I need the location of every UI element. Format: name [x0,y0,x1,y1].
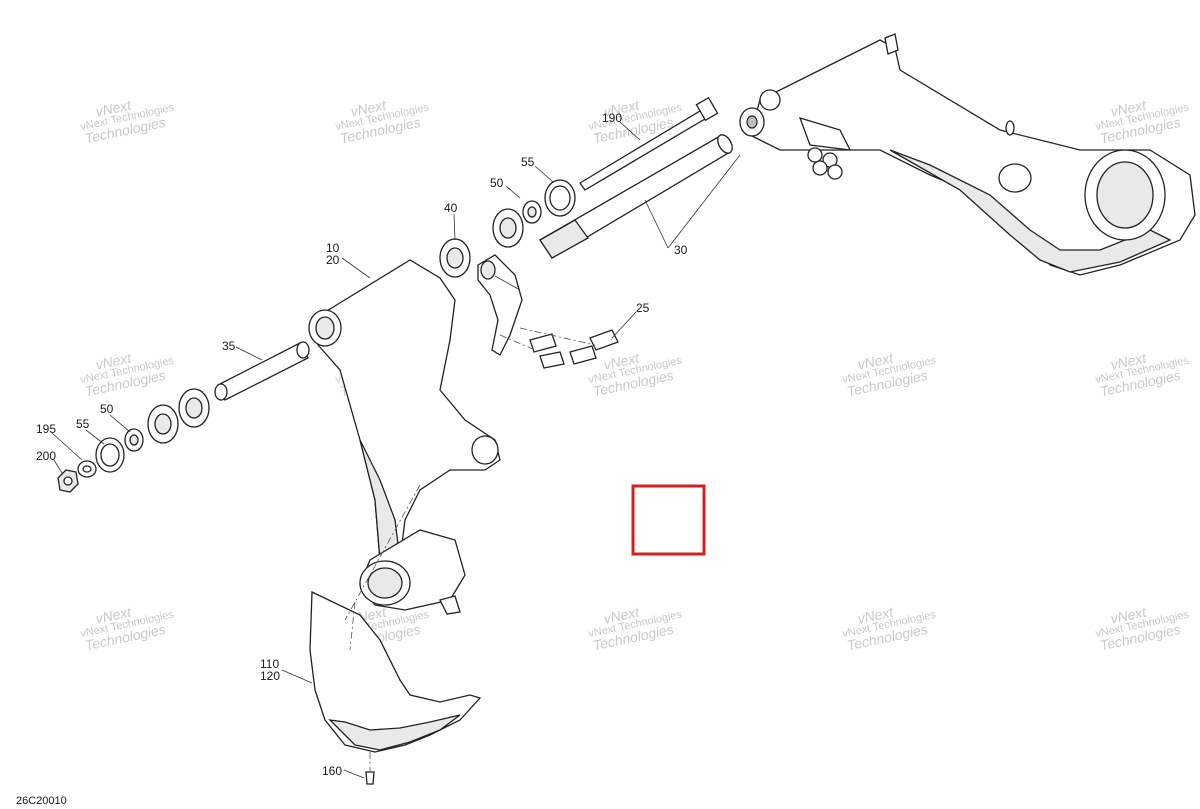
skid-plate-110-120 [309,590,482,753]
watermark-brand: vNext [602,603,641,626]
shaft-30 [539,134,733,259]
callout-160: 160 [322,764,342,778]
watermark-brand: vNext [602,96,641,119]
callout-195: 195 [36,422,56,436]
callout-20: 20 [326,253,340,267]
nut-200 [57,469,79,493]
watermark-brand: vNext [94,603,133,626]
callout-120: 120 [260,669,280,683]
bearing-left-1 [178,388,210,428]
screw-160 [365,771,375,785]
callout-50-top: 50 [490,176,504,190]
callout-190: 190 [602,111,622,125]
watermark-brand: vNext [856,603,895,626]
callout-55-left: 55 [76,417,90,431]
watermark-brand: vNext [856,349,895,372]
callout-40: 40 [444,201,458,215]
watermark-brand: vNext [1109,96,1148,119]
assembled-swing-arm [739,33,1196,276]
callout-35: 35 [222,339,236,353]
watermark-brand: vNext [1109,603,1148,626]
callouts: 10 20 40 50 55 190 30 25 35 50 55 195 20… [36,111,688,778]
callout-200: 200 [36,449,56,463]
leader-lines [51,121,741,779]
watermark-brand: vNext [94,96,133,119]
swing-arm-10-20 [308,259,501,615]
diagram-code: 26C20010 [16,795,67,807]
bearing-left-2 [147,404,179,444]
callout-55-top: 55 [521,155,535,169]
seal-55-left [95,437,125,473]
watermark-brand: vNext [349,96,388,119]
assembly-lines [344,327,596,772]
bolts-25 [529,329,619,369]
seal-55-top [544,179,576,217]
callout-50-left: 50 [100,402,114,416]
washer-195 [77,460,97,478]
callout-10: 10 [326,241,340,255]
callout-25: 25 [636,301,650,315]
watermark-brand: vNext [94,349,133,372]
highlight-box[interactable] [631,484,706,556]
spacer-50-left [124,428,144,452]
bearing-40b-top [492,208,524,248]
callout-110: 110 [260,657,279,671]
callout-30: 30 [674,243,688,257]
bracket-link [477,254,523,356]
spacer-50-top [522,200,542,224]
pin-190 [579,96,719,191]
watermark-brand: vNext [602,349,641,372]
bearing-40-top [439,238,471,278]
axle-35 [214,341,310,401]
watermark-brand: vNext [1109,349,1148,372]
